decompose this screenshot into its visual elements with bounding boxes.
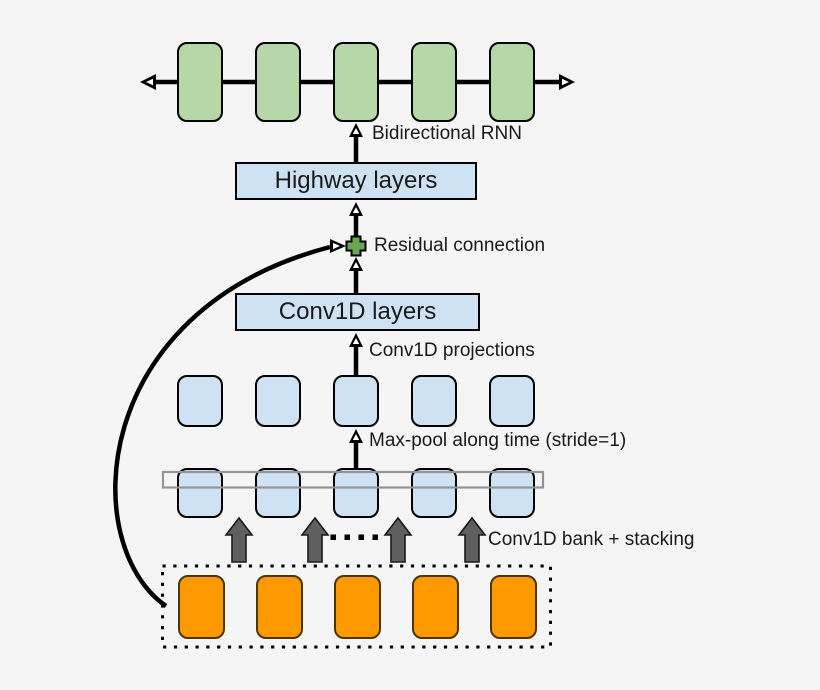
maxpool-cell (177, 375, 223, 427)
up-arrow-maxpool (349, 429, 363, 468)
up-arrow-to-plus (349, 257, 363, 293)
conv1d-layers-box: Conv1D layers (235, 293, 480, 331)
residual-skip-arrow (113, 239, 346, 608)
input-dotted-frame (161, 564, 552, 649)
highway-layers-label: Highway layers (274, 167, 438, 194)
rnn-cell (411, 42, 457, 122)
conv-bank-cell (489, 468, 535, 518)
maxpool-cell (411, 375, 457, 427)
input-frame-cell (256, 575, 303, 639)
bank-arrow-icon (224, 516, 254, 563)
up-arrow-to-rnn (349, 123, 363, 162)
input-frame-cell (490, 575, 537, 639)
maxpool-cell (333, 375, 379, 427)
highway-layers-box: Highway layers (235, 162, 477, 200)
conv-bank-cell (411, 468, 457, 518)
stacking-band (161, 470, 545, 489)
conv-bank-arrows (224, 516, 487, 563)
residual-plus-icon (345, 235, 367, 257)
bank-arrow-icon (457, 516, 487, 563)
rnn-cell (177, 42, 223, 122)
input-frame-cell (412, 575, 459, 639)
bidirectional-rnn-label: Bidirectional RNN (372, 123, 522, 144)
conv1d-layers-label: Conv1D layers (278, 298, 437, 325)
conv1d-bank-label: Conv1D bank + stacking (488, 529, 695, 550)
rnn-cell (333, 42, 379, 122)
bank-arrow-icon (383, 516, 413, 563)
conv-bank-cell (177, 468, 223, 518)
residual-connection-label: Residual connection (374, 235, 546, 256)
maxpool-cell (489, 375, 535, 427)
maxpool-label: Max-pool along time (stride=1) (369, 430, 627, 451)
conv1d-projections-label: Conv1D projections (369, 340, 535, 361)
ellipsis-dots (330, 534, 378, 540)
rnn-cell (489, 42, 535, 122)
maxpool-cell (255, 375, 301, 427)
input-frame-cell (178, 575, 225, 639)
conv-bank-cell (255, 468, 301, 518)
bank-arrow-icon (300, 516, 330, 563)
input-frame-cell (334, 575, 381, 639)
up-arrow-projections (349, 333, 363, 375)
conv-bank-cell (333, 468, 379, 518)
rnn-cell (255, 42, 301, 122)
